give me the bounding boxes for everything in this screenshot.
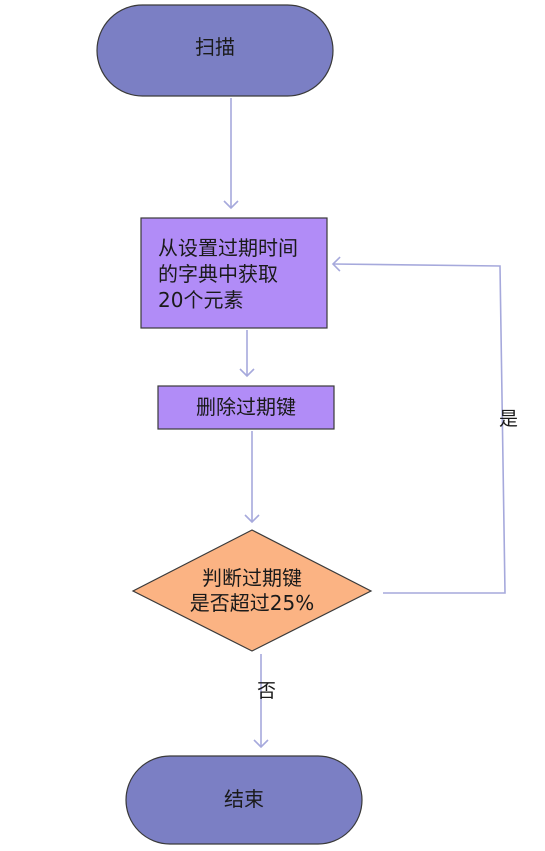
delete-node [157,385,335,430]
decision-node-line-2: 是否超过25% [189,591,315,615]
start-node [96,4,334,97]
yes-edge-label: 是 [499,408,519,430]
end-node-label: 结束 [224,787,264,811]
end-node [125,755,363,845]
fetch-node-line-2: 的字典中获取 [158,262,278,286]
decision-node-label: 判断过期键 是否超过25% [172,566,332,616]
fetch-node-label: 从设置过期时间 的字典中获取 20个元素 [158,235,323,313]
start-node-label: 扫描 [195,35,235,59]
decision-node-line-1: 判断过期键 [202,566,302,590]
arrow-yes-loop [331,256,506,594]
fetch-node-line-1: 从设置过期时间 [158,236,298,260]
decision-node [131,529,373,652]
fetch-node-line-3: 20个元素 [158,288,244,312]
no-edge-label: 否 [257,680,277,702]
fetch-node [140,217,328,329]
delete-node-label: 删除过期键 [196,395,296,419]
